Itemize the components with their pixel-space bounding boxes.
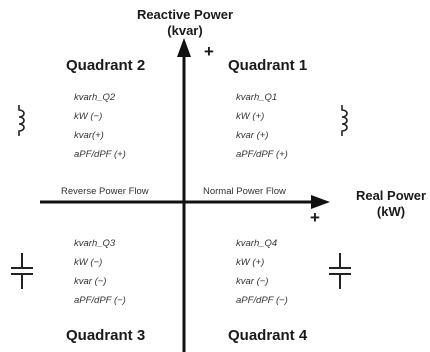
quadrant-4-line: kvar (−)	[236, 276, 269, 287]
inductor-icon	[341, 105, 348, 136]
quadrant-1-line: aPF/dPF (+)	[236, 149, 288, 160]
quadrant-2-line: aPF/dPF (+)	[74, 149, 126, 160]
quadrant-1-line: kW (+)	[236, 111, 265, 122]
x-axis-title: Real Power (kW)	[352, 188, 430, 220]
reverse-power-flow-label: Reverse Power Flow	[61, 186, 149, 197]
capacitor-icon	[329, 253, 351, 289]
quadrant-1-line: kvarh_Q1	[236, 92, 278, 103]
y-axis-title-line1: Reactive Power	[136, 7, 234, 22]
quadrant-3-line: aPF/dPF (−)	[74, 295, 126, 306]
normal-power-flow-label: Normal Power Flow	[203, 186, 286, 197]
quadrant-1-line: kvar (+)	[236, 130, 269, 141]
x-axis-title-line1: Real Power	[355, 188, 427, 203]
quadrant-2-line: kvarh_Q2	[74, 92, 116, 103]
quadrant-4-line: kvarh_Q4	[236, 238, 278, 249]
quadrant-4-title: Quadrant 4	[228, 327, 308, 344]
quadrant-3-line: kvar (−)	[74, 276, 107, 287]
quadrant-3-title: Quadrant 3	[66, 327, 146, 344]
y-axis-arrow	[177, 38, 191, 57]
capacitor-icon	[11, 253, 33, 289]
quadrant-1-title: Quadrant 1	[228, 57, 308, 74]
quadrant-3-line: kW (−)	[74, 257, 103, 268]
quadrant-4-line: aPF/dPF (−)	[236, 295, 288, 306]
inductor-icon	[18, 105, 25, 136]
quadrant-3-line: kvarh_Q3	[74, 238, 116, 249]
quadrant-2-title: Quadrant 2	[66, 57, 146, 74]
y-axis-plus-sign: +	[204, 42, 214, 61]
y-axis-title-line2: (kvar)	[167, 23, 203, 38]
quadrant-2-line: kW (−)	[74, 111, 103, 122]
y-axis-title: Reactive Power (kvar)	[133, 7, 237, 39]
x-axis-plus-sign: +	[310, 208, 320, 227]
x-axis-title-line2: (kW)	[376, 204, 406, 219]
x-axis-arrow	[311, 195, 330, 209]
quadrant-2-line: kvar(+)	[74, 130, 104, 141]
quadrant-4-line: kW (+)	[236, 257, 265, 268]
